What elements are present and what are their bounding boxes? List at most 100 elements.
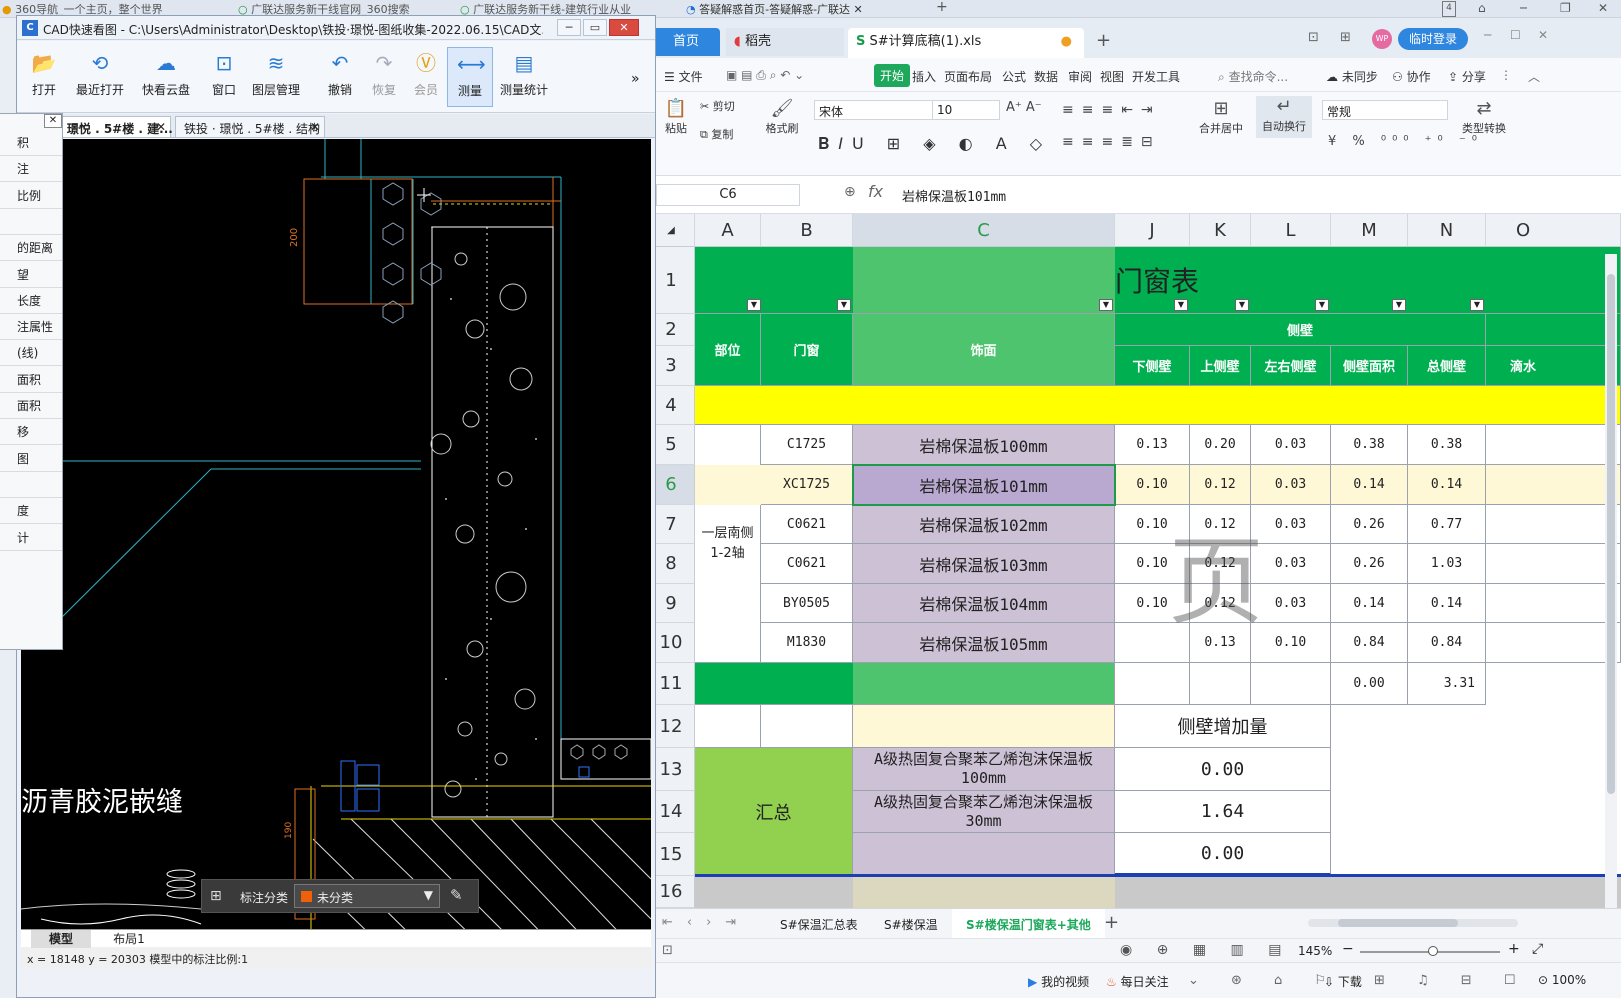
close-icon[interactable]: ✕ bbox=[44, 114, 62, 128]
collaborate-button[interactable]: ⚇ 协作 bbox=[1392, 70, 1431, 84]
value-cell[interactable]: 0.12 bbox=[1190, 544, 1251, 584]
header-sub[interactable]: 上侧壁 bbox=[1190, 346, 1251, 386]
value-cell[interactable]: 0.13 bbox=[1190, 623, 1251, 663]
toolbar-cloud-button[interactable]: ☁快看云盘 bbox=[141, 51, 190, 97]
value-cell[interactable]: 0.38 bbox=[1331, 425, 1408, 465]
side-panel-item[interactable]: 计 bbox=[0, 525, 62, 551]
grid-icon[interactable]: ⊞ bbox=[210, 888, 222, 904]
summary-item[interactable] bbox=[853, 833, 1115, 876]
menu-developer[interactable]: 开发工具 bbox=[1132, 70, 1181, 84]
align-top-icons[interactable]: ≡≡≡⇤⇥ bbox=[1062, 102, 1161, 118]
zoom-slider-handle[interactable] bbox=[1428, 946, 1438, 956]
value-cell[interactable]: 0.10 bbox=[1251, 623, 1331, 663]
horizontal-scrollbar[interactable] bbox=[1308, 919, 1518, 927]
menu-start[interactable]: 开始 bbox=[874, 64, 911, 87]
menu-file[interactable]: ☰ 文件 bbox=[664, 70, 703, 84]
tab-file[interactable]: S S#计算底稿(1).xls● bbox=[848, 28, 1084, 58]
value-cell[interactable]: 0.10 bbox=[1115, 505, 1190, 544]
side-panel-item[interactable]: 度 bbox=[0, 498, 62, 525]
value-cell[interactable]: 0.10 bbox=[1115, 465, 1190, 505]
value-cell[interactable] bbox=[1115, 623, 1190, 663]
format-painter-button[interactable]: 🖌格式刷 bbox=[762, 98, 802, 136]
restore-icon[interactable]: ❐ bbox=[1560, 1, 1571, 15]
value-cell[interactable]: 0.14 bbox=[1408, 465, 1486, 505]
toolbar-stats-button[interactable]: ▤测量统计 bbox=[499, 51, 548, 97]
tab-counter[interactable]: 4 bbox=[1442, 1, 1456, 17]
side-panel-item[interactable]: 望 bbox=[0, 262, 62, 288]
col-header-m[interactable]: M bbox=[1331, 214, 1408, 247]
summary-item[interactable]: A级热固复合聚苯乙烯泡沫保温板30mm bbox=[853, 791, 1115, 833]
share-button[interactable]: ⇪ 分享 bbox=[1448, 70, 1486, 84]
browser-tab[interactable]: ○ 广联达服务新干线官网_360搜索 bbox=[238, 3, 410, 16]
summary-value[interactable]: 0.00 bbox=[1115, 748, 1331, 791]
value-cell[interactable]: 0.10 bbox=[1115, 544, 1190, 584]
cell[interactable] bbox=[1486, 425, 1621, 465]
paste-button[interactable]: 📋粘贴 bbox=[656, 98, 696, 136]
cell[interactable]: 0.00 bbox=[1331, 663, 1408, 705]
col-header-n[interactable]: N bbox=[1408, 214, 1486, 247]
sheet-nav-icons[interactable]: ⇤‹›⇥ bbox=[662, 915, 751, 930]
window-code-cell[interactable]: BY0505 bbox=[761, 584, 853, 623]
browser-tab-active[interactable]: ◔ 答疑解惑首页-答疑解惑-广联达 ✕ bbox=[686, 3, 863, 16]
toolbar-layers-button[interactable]: ≋图层管理 bbox=[251, 51, 300, 97]
value-cell[interactable]: 0.12 bbox=[1190, 465, 1251, 505]
value-cell[interactable]: 0.26 bbox=[1331, 505, 1408, 544]
annotation-category-select[interactable]: 未分类▼ bbox=[294, 884, 440, 908]
font-size-select[interactable]: 10 bbox=[932, 100, 1000, 120]
cell[interactable] bbox=[1486, 584, 1621, 623]
value-cell[interactable]: 0.13 bbox=[1115, 425, 1190, 465]
filter-dropdown-icon[interactable]: ▼ bbox=[837, 299, 851, 311]
font-family-select[interactable]: 宋体 bbox=[814, 100, 934, 120]
minimize-icon[interactable]: ─ bbox=[1484, 28, 1492, 42]
scrollbar-thumb[interactable] bbox=[1607, 274, 1615, 794]
cell[interactable] bbox=[1486, 465, 1621, 505]
filter-dropdown-icon[interactable]: ▼ bbox=[747, 299, 761, 311]
drawing-tab[interactable]: 铁投 · 璟悦 . 5#楼 . 结构 ✕ bbox=[175, 116, 325, 137]
number-format-select[interactable]: 常规 bbox=[1322, 100, 1448, 120]
tab-home[interactable]: 首页 bbox=[652, 28, 720, 56]
zoom-out-icon[interactable]: − bbox=[1342, 941, 1354, 957]
close-icon[interactable]: ✕ bbox=[309, 120, 320, 134]
side-panel-item[interactable]: 图 bbox=[0, 446, 62, 472]
cell[interactable] bbox=[695, 705, 761, 748]
copy-button[interactable]: ⧉ 复制 bbox=[700, 128, 734, 141]
merge-center-button[interactable]: ⊞合并居中 bbox=[1192, 98, 1250, 136]
layout-icon[interactable]: ⊡ bbox=[1308, 30, 1319, 45]
side-panel-item[interactable]: 注 bbox=[0, 156, 62, 183]
cell[interactable] bbox=[1486, 505, 1621, 544]
filter-dropdown-icon[interactable]: ▼ bbox=[1235, 299, 1249, 311]
value-cell[interactable]: 0.84 bbox=[1408, 623, 1486, 663]
sheet-tab[interactable]: S#楼保温 bbox=[884, 918, 938, 932]
font-style-buttons[interactable]: 𝐁IU ⊞ ◈ ◐ A ◇ bbox=[818, 134, 1052, 153]
col-header-j[interactable]: J bbox=[1115, 214, 1190, 247]
zoom-slider[interactable] bbox=[1360, 946, 1500, 956]
header-sub[interactable]: 滴水 bbox=[1486, 346, 1621, 386]
collapse-icon[interactable]: ︿ bbox=[1528, 70, 1541, 84]
vertical-scrollbar[interactable] bbox=[1605, 254, 1617, 908]
fullscreen-icon[interactable]: ⤢ bbox=[1532, 941, 1544, 957]
side-panel-item[interactable]: 注属性 bbox=[0, 314, 62, 341]
menu-insert[interactable]: 插入 bbox=[912, 70, 937, 84]
value-cell[interactable]: 0.03 bbox=[1251, 465, 1331, 505]
zoom-level[interactable]: 145% bbox=[1298, 944, 1333, 958]
cell[interactable] bbox=[1115, 663, 1190, 705]
header-sub[interactable]: 总侧壁 bbox=[1408, 346, 1486, 386]
cell[interactable] bbox=[853, 247, 1115, 314]
value-cell[interactable]: 0.10 bbox=[1115, 584, 1190, 623]
toolbar-more-button[interactable]: » bbox=[631, 71, 640, 87]
side-panel-item[interactable]: 面积 bbox=[0, 393, 62, 419]
table-title[interactable]: 门窗表 bbox=[1115, 247, 1621, 314]
side-panel-item[interactable]: (线) bbox=[0, 340, 62, 367]
cell[interactable] bbox=[695, 465, 761, 505]
fx-icon[interactable]: fx bbox=[868, 182, 884, 201]
maximize-button[interactable]: ▭ bbox=[583, 19, 607, 36]
side-panel-item[interactable]: 面积 bbox=[0, 367, 62, 393]
cell[interactable] bbox=[761, 705, 853, 748]
side-panel-item[interactable] bbox=[0, 472, 62, 498]
value-cell[interactable]: 0.03 bbox=[1251, 425, 1331, 465]
tray-item-videos[interactable]: ▶ 我的视频 bbox=[1028, 975, 1090, 989]
value-cell[interactable]: 0.77 bbox=[1408, 505, 1486, 544]
header-sub[interactable]: 侧壁面积 bbox=[1331, 346, 1408, 386]
side-increase-label[interactable]: 侧壁增加量 bbox=[1115, 705, 1331, 748]
